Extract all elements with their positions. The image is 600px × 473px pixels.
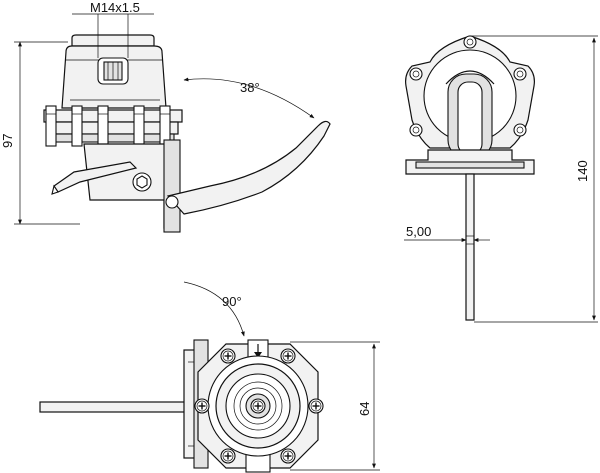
dim-angle-lever: 38°	[183, 77, 315, 119]
dim-height-front-label: 140	[575, 160, 590, 182]
dim-lever-thickness-label: 5,00	[406, 224, 431, 239]
dim-rotation: 90°	[183, 281, 245, 337]
dim-height-side: 97	[0, 41, 80, 225]
bottom-view	[39, 339, 324, 473]
dim-width-bottom: 64	[290, 341, 380, 471]
flange-screws	[45, 105, 171, 147]
front-view	[405, 35, 535, 321]
dim-height-front: 140	[470, 35, 598, 323]
side-view	[43, 34, 331, 233]
dim-width-bottom-label: 64	[357, 402, 372, 416]
dim-angle-lever-label: 38°	[240, 80, 260, 95]
dim-height-side-label: 97	[0, 134, 15, 148]
dim-lever-thickness: 5,00	[404, 224, 490, 242]
dim-thread: M14x1.5	[72, 0, 154, 58]
arrow-down-icon	[254, 344, 262, 358]
dim-rotation-label: 90°	[222, 294, 242, 309]
dim-thread-label: M14x1.5	[90, 0, 140, 15]
